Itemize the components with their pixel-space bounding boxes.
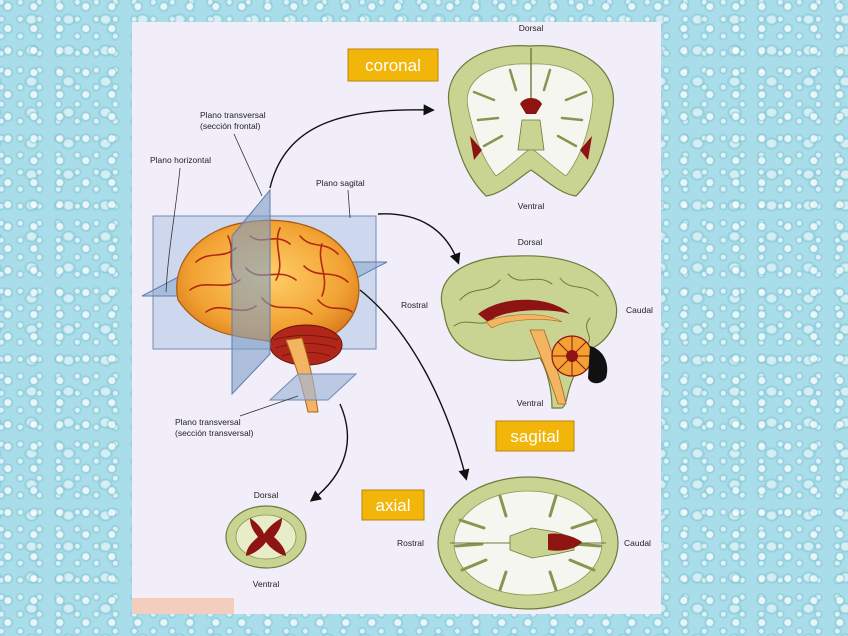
arrow-to-spinal bbox=[309, 403, 349, 502]
sagittal-ventral-label: Ventral bbox=[517, 398, 544, 408]
plane-transversal-label-1: Plano transversal bbox=[175, 417, 241, 427]
axial-caudal-label: Caudal bbox=[624, 538, 651, 548]
plane-sagital-label: Plano sagital bbox=[316, 178, 365, 188]
plane-transversal-frontal-label-1: Plano transversal bbox=[200, 110, 266, 120]
plane-transversal-label-2: (sección transversal) bbox=[175, 428, 254, 438]
spinal-section: Dorsal Ventral bbox=[225, 490, 307, 589]
sagittal-dorsal-label: Dorsal bbox=[518, 237, 543, 247]
plane-labels: Plano transversal (sección frontal) Plan… bbox=[150, 110, 365, 438]
arrow-to-coronal bbox=[269, 104, 435, 189]
tag-axial: axial bbox=[361, 489, 425, 521]
transverse-plane bbox=[268, 373, 358, 401]
brain-3d-illustration bbox=[141, 188, 388, 413]
footer-strip bbox=[132, 598, 234, 614]
tag-coronal: coronal bbox=[347, 48, 439, 82]
cerebellum-folds bbox=[273, 335, 339, 357]
coronal-dorsal-label: Dorsal bbox=[519, 23, 544, 33]
coronal-section: Dorsal Ventral bbox=[447, 23, 615, 211]
spinal-ventral-label: Ventral bbox=[253, 579, 280, 589]
spinal-dorsal-label: Dorsal bbox=[254, 490, 279, 500]
tag-sagital-text: sagital bbox=[510, 427, 559, 446]
tag-sagital: sagital bbox=[495, 420, 575, 452]
arrow-to-sagital bbox=[377, 213, 461, 265]
sagittal-caudal-label: Caudal bbox=[626, 305, 653, 315]
plane-horizontal-label: Plano horizontal bbox=[150, 155, 211, 165]
plane-transversal-frontal-label-2: (sección frontal) bbox=[200, 121, 261, 131]
arrow-to-axial bbox=[359, 289, 470, 481]
axial-section: Rostral Caudal bbox=[397, 476, 651, 610]
sagittal-rostral-label: Rostral bbox=[401, 300, 428, 310]
tag-coronal-text: coronal bbox=[365, 56, 421, 75]
sagittal-section: Dorsal Ventral Rostral Caudal bbox=[401, 237, 653, 409]
axial-rostral-label: Rostral bbox=[397, 538, 424, 548]
arrows bbox=[269, 104, 470, 502]
tag-axial-text: axial bbox=[376, 496, 411, 515]
coronal-ventral-label: Ventral bbox=[518, 201, 545, 211]
frontal-plane bbox=[231, 188, 271, 396]
